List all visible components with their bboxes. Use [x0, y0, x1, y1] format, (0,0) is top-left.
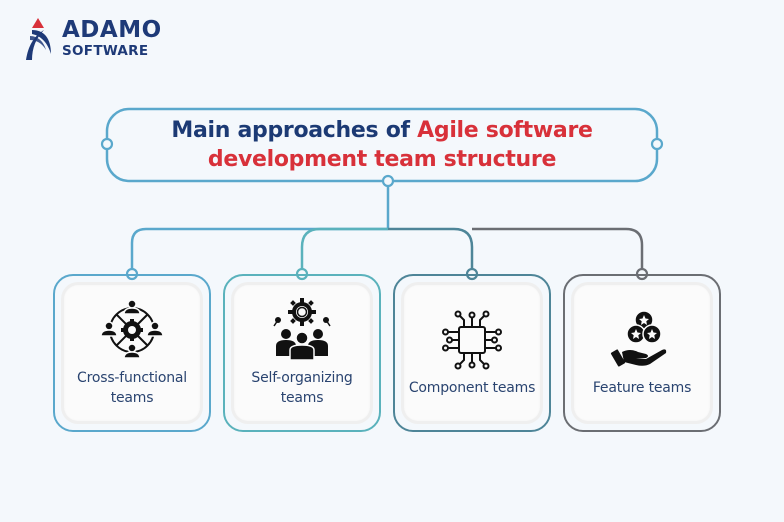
title-line-2: development team structure [207, 146, 557, 172]
card-label: Feature teams [592, 380, 692, 396]
card-label: Self-organizing teams [251, 370, 353, 406]
adamo-logo: ADAMO SOFTWARE [18, 14, 178, 62]
adamo-sail-icon [26, 18, 51, 60]
card-feature-teams: Feature teams [563, 274, 721, 432]
card-cross-functional-teams: Cross-functional teams [53, 274, 211, 432]
microchip-circuit-icon [442, 310, 502, 370]
title-dark-part: Main approaches of [171, 117, 418, 143]
card-component-teams: Component teams [393, 274, 551, 432]
brand-name: ADAMO [62, 17, 162, 43]
brand-subtitle: SOFTWARE [62, 43, 149, 59]
hand-stars-icon [610, 310, 667, 367]
team-gear-group-icon [273, 298, 331, 361]
card-self-organizing-teams: Self-organizing teams [223, 274, 381, 432]
card-label: Cross-functional teams [77, 370, 187, 406]
title-red-part: Agile software [417, 117, 593, 143]
diagram-title: Main approaches of Agile software develo… [106, 108, 658, 181]
title-line-1: Main approaches of Agile software [171, 116, 593, 145]
team-network-gear-icon [100, 299, 164, 359]
card-label: Component teams [408, 380, 536, 396]
